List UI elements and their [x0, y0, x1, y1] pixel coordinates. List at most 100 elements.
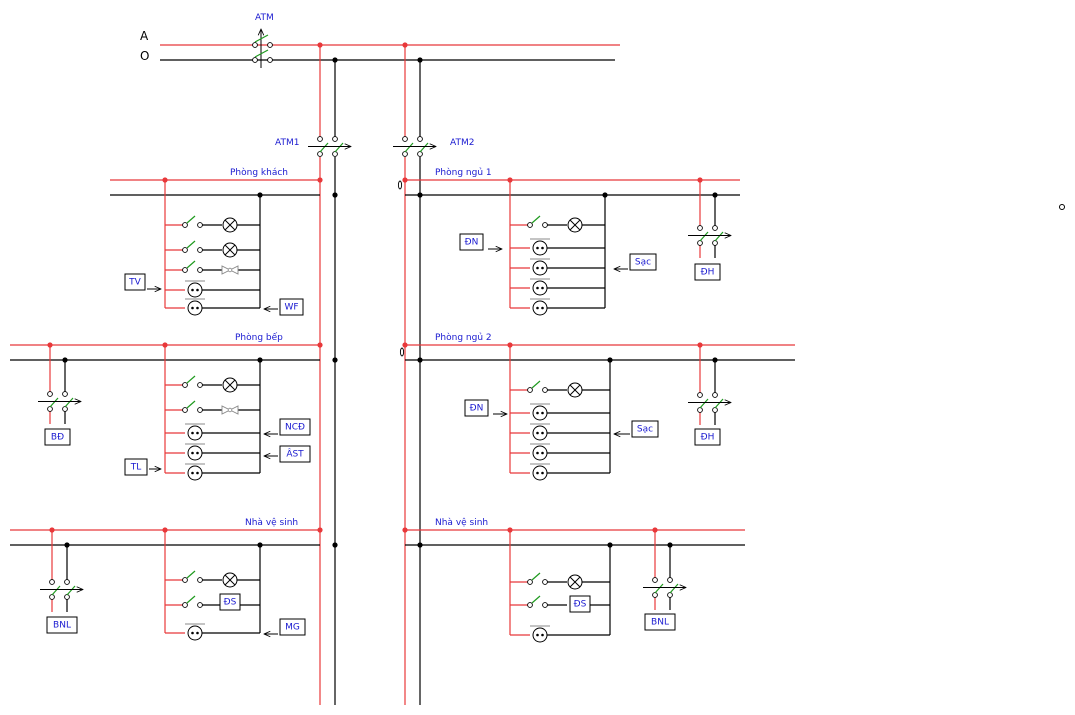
junction-dot: [332, 357, 338, 363]
room-title-wc-left: Nhà vệ sinh: [245, 517, 298, 528]
riser-mark: [399, 347, 405, 357]
socket-icon: [530, 443, 550, 461]
lamp-icon: [567, 382, 583, 398]
junction-dot: [332, 57, 338, 63]
fan-icon: [221, 265, 239, 275]
switch-icon: [527, 572, 548, 585]
lamp-icon: [222, 217, 238, 233]
lamp-icon: [222, 242, 238, 258]
junction-dot: [402, 177, 408, 183]
junction-dot: [317, 177, 323, 183]
wires: [10, 44, 795, 705]
junction-dot: [697, 177, 703, 183]
junction-dot: [507, 177, 513, 183]
device-box-dh-2: ĐH: [694, 428, 721, 446]
room-title-living: Phòng khách: [230, 167, 288, 178]
device-box-bnl-left: BNL: [46, 616, 78, 634]
appliance-breaker-icon: [643, 577, 686, 598]
junction-dot: [47, 342, 53, 348]
junction-dot: [257, 192, 263, 198]
switch-icon: [182, 375, 203, 388]
neutral-label: O: [140, 49, 149, 63]
junction-dot: [162, 342, 168, 348]
svg-text:ĐH: ĐH: [701, 433, 715, 443]
svg-text:MG: MG: [285, 623, 300, 633]
svg-text:ĐS: ĐS: [224, 598, 237, 608]
lamp-icon: [222, 572, 238, 588]
svg-text:ĐN: ĐN: [465, 238, 479, 248]
junction-dot: [162, 527, 168, 533]
appliance-breaker-icon: [40, 579, 83, 600]
device-box-ds-left: ĐS: [219, 593, 241, 611]
socket-icon: [530, 423, 550, 441]
svg-text:ÂST: ÂST: [286, 448, 304, 460]
appliance-breaker-icon: [688, 225, 731, 246]
room-title-wc-right: Nhà vệ sinh: [435, 517, 488, 528]
junction-dot: [332, 192, 338, 198]
lamp-icon: [567, 574, 583, 590]
junction-dot: [417, 542, 423, 548]
junction-dot: [652, 527, 658, 533]
junction-dot: [62, 357, 68, 363]
lamp-icon: [567, 217, 583, 233]
junction-dot: [64, 542, 70, 548]
terminal-dot: [1059, 204, 1065, 210]
socket-icon: [530, 625, 550, 643]
junction-dot: [712, 357, 718, 363]
socket-icon: [185, 443, 205, 461]
svg-text:WF: WF: [284, 303, 298, 313]
room-title-kitchen: Phòng bếp: [235, 332, 283, 343]
junction-dot: [332, 542, 338, 548]
device-box-bd: BĐ: [44, 428, 71, 446]
symbols: [38, 29, 731, 643]
junction-dot: [507, 342, 513, 348]
device-box-tl: TL: [124, 458, 148, 476]
socket-icon: [530, 463, 550, 481]
junction-dot: [402, 342, 408, 348]
device-box-mg: MG: [279, 618, 306, 636]
svg-text:BĐ: BĐ: [51, 433, 64, 443]
socket-icon: [185, 280, 205, 298]
svg-text:NCĐ: NCĐ: [285, 423, 305, 433]
junction-dot: [602, 192, 608, 198]
breaker-atm2-icon: [393, 136, 436, 157]
socket-icon: [530, 403, 550, 421]
svg-text:TL: TL: [130, 463, 142, 473]
junction-dot: [49, 527, 55, 533]
room-title-bedroom1: Phòng ngủ 1: [435, 167, 492, 178]
socket-icon: [530, 258, 550, 276]
switch-icon: [182, 595, 203, 608]
breaker-atm1-icon: [308, 136, 351, 157]
device-box-ds-right: ĐS: [569, 595, 591, 613]
junction-dot: [317, 42, 323, 48]
device-box-dn-1: ĐN: [459, 233, 484, 251]
main-breaker-label: ATM: [255, 13, 274, 23]
socket-icon: [530, 298, 550, 316]
svg-text:Sạc: Sạc: [637, 425, 653, 435]
svg-text:ĐH: ĐH: [701, 268, 715, 278]
junction-dot: [712, 192, 718, 198]
junction-dot: [417, 192, 423, 198]
device-box-ncd: NCĐ: [279, 418, 311, 436]
junction-dot: [317, 342, 323, 348]
appliance-breaker-icon: [688, 392, 731, 413]
svg-text:ĐS: ĐS: [574, 600, 587, 610]
svg-text:Sạc: Sạc: [635, 258, 651, 268]
svg-text:TV: TV: [128, 278, 141, 288]
switch-icon: [182, 400, 203, 413]
junction-dot: [667, 542, 673, 548]
junction-dot: [162, 177, 168, 183]
socket-icon: [185, 463, 205, 481]
switch-icon: [527, 380, 548, 393]
junction-dot: [402, 42, 408, 48]
junction-dot: [402, 527, 408, 533]
device-box-ast: ÂST: [279, 445, 311, 463]
socket-icon: [530, 278, 550, 296]
svg-text:BNL: BNL: [651, 618, 669, 628]
socket-icon: [530, 238, 550, 256]
switch-icon: [182, 240, 203, 253]
junction-dot: [257, 542, 263, 548]
switch-icon: [182, 260, 203, 273]
device-box-tv: TV: [124, 273, 146, 291]
